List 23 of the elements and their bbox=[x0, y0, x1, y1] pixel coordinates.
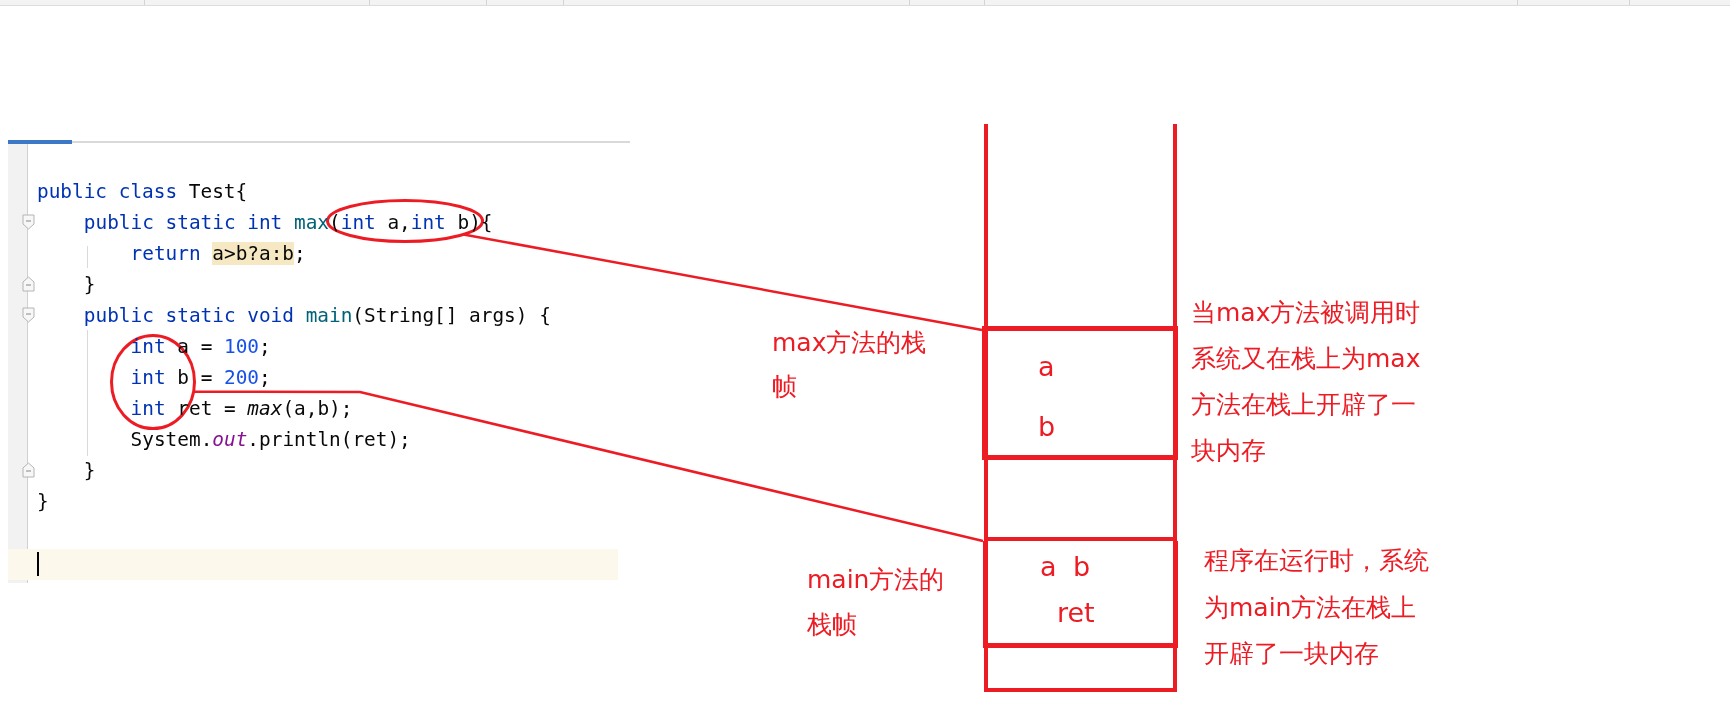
variable-name: ret bbox=[1057, 596, 1095, 630]
code-line: } bbox=[37, 489, 49, 513]
code-line: } bbox=[83, 458, 96, 482]
leader-line bbox=[463, 233, 983, 332]
code-line: System.out.println(ret); bbox=[130, 427, 411, 451]
code-line: public class Test{ bbox=[37, 179, 248, 203]
code-line: public static void main(String[] args) { bbox=[83, 303, 551, 327]
annotation-text: 当max方法被调用时系统又在栈上为max方法在栈上开辟了一块内存 bbox=[1191, 297, 1421, 467]
variable-name: a bbox=[1038, 350, 1055, 384]
code-line: int b = 200; bbox=[130, 365, 271, 389]
code-editor-panel bbox=[8, 140, 630, 583]
code-line: return a>b?a:b; bbox=[130, 241, 306, 265]
stack-column bbox=[984, 124, 1177, 692]
annotation-text: 程序在运行时，系统为main方法在栈上开辟了一块内存 bbox=[1204, 545, 1429, 670]
leader-line bbox=[193, 390, 984, 543]
stack-frame bbox=[983, 541, 1178, 648]
variable-name: a bbox=[1040, 550, 1057, 584]
code-line: } bbox=[83, 272, 96, 296]
frame-label: max方法的栈帧 bbox=[772, 327, 927, 403]
frame-label: main方法的栈帧 bbox=[807, 564, 945, 641]
stack-frame bbox=[982, 326, 1178, 460]
variable-name: b bbox=[1073, 550, 1091, 584]
variable-name: b bbox=[1038, 410, 1056, 444]
